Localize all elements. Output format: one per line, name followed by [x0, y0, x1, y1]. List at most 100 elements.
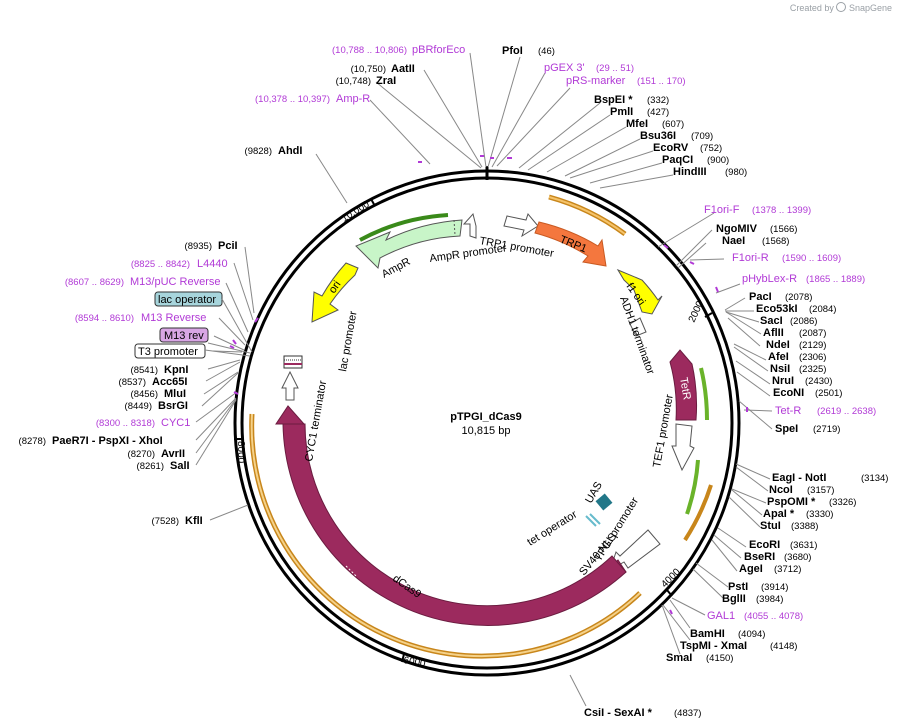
label-nrui: NruI [772, 375, 794, 387]
pos-amp-r: (10,378 .. 10,397) [255, 94, 330, 105]
label-aflii: AflII [763, 327, 784, 339]
adh1-terminator-arrow [629, 317, 647, 337]
label-ecorv: EcoRV [653, 142, 689, 154]
label-cyc1: CYC1 [161, 417, 190, 429]
label-apai: ApaI * [763, 508, 795, 520]
pos-cyc1: (8300 .. 8318) [96, 418, 155, 429]
ori-label: ori [327, 279, 344, 296]
label-aatii: AatII [391, 63, 415, 75]
label-saci: SacI [760, 315, 783, 327]
label-bspei: BspEI * [594, 94, 633, 106]
pos-ngomiv: (1566) [770, 224, 797, 235]
pos-smai: (4150) [706, 653, 733, 664]
left-labels: (10,788 .. 10,806) pBRforEco (10,750) Aa… [19, 44, 466, 527]
pos-prs-marker: (151 .. 170) [637, 76, 686, 87]
label-pbrforeco: pBRforEco [412, 44, 465, 56]
pos-acc65i: (8537) [119, 377, 146, 388]
pos-mfei: (607) [662, 119, 684, 130]
credit-created-by: Created by [789, 3, 834, 13]
label-tet-r: Tet-R [775, 405, 801, 417]
tef1-promoter-label: TEF1 promoter [651, 393, 676, 468]
feature-arcs [249, 194, 713, 659]
label-psti: PstI [728, 581, 748, 593]
tetr-label: TetR [677, 376, 693, 400]
label-eagi-noti: EagI - NotI [772, 472, 826, 484]
pos-pgex3: (29 .. 51) [596, 63, 634, 74]
label-bamhi: BamHI [690, 628, 725, 640]
label-ngomiv: NgoMIV [716, 223, 758, 235]
label-mfei: MfeI [626, 118, 648, 130]
label-tspmi-xmai: TspMI - XmaI [680, 640, 747, 652]
pos-pbrforeco: (10,788 .. 10,806) [332, 45, 407, 56]
pos-paci: (2078) [785, 292, 812, 303]
m13-rev-label: M13 rev [164, 330, 204, 342]
m13-rev-box [159, 327, 209, 343]
pos-paer7i: (8278) [19, 436, 46, 447]
t3-promoter-label: T3 promoter [138, 346, 198, 358]
green-arc-2 [685, 459, 700, 515]
pos-sali: (8261) [137, 461, 164, 472]
pos-nsii: (2325) [799, 364, 826, 375]
ampr-promoter-arrow [462, 212, 477, 239]
label-agei: AgeI [739, 563, 763, 575]
pos-spei: (2719) [813, 424, 840, 435]
lac-promoter-label: lac promoter [337, 310, 359, 373]
plasmid-length: 10,815 bp [462, 425, 511, 437]
pos-pspomi: (3326) [829, 497, 856, 508]
cyc1-terminator-label: CYC1 terminator [303, 379, 329, 462]
cyc1-terminator-arrow [281, 370, 299, 401]
label-ecori: EcoRI [749, 539, 780, 551]
pos-ncoi: (3157) [807, 485, 834, 496]
pos-ecorv: (752) [700, 143, 722, 154]
tetr-orf-arc [699, 367, 710, 421]
pos-pfoi: (46) [538, 46, 555, 57]
pos-bamhi: (4094) [738, 629, 765, 640]
pos-nrui: (2430) [805, 376, 832, 387]
credit-brand: SnapGene [848, 3, 892, 13]
tef1-promoter-arrow [671, 423, 695, 472]
f1-ori-arrow [616, 268, 663, 315]
pos-l4440: (8825 .. 8842) [131, 259, 190, 270]
pos-kpni: (8541) [131, 365, 158, 376]
pos-pmli: (427) [647, 107, 669, 118]
label-ahdi: AhdI [278, 145, 302, 157]
label-kfli: KflI [185, 515, 203, 527]
label-afei: AfeI [768, 351, 789, 363]
pos-f1ori-f: (1378 .. 1399) [752, 205, 811, 216]
pos-zrai: (10,748) [336, 76, 371, 87]
label-nsii: NsiI [770, 363, 790, 375]
label-m13-reverse: M13 Reverse [141, 312, 206, 324]
label-prs-marker: pRS-marker [566, 75, 626, 87]
pos-avrii: (8270) [128, 449, 155, 460]
label-pcii: PciI [218, 240, 238, 252]
label-gal1: GAL1 [707, 610, 735, 622]
uas-box [595, 493, 613, 511]
pos-aatii: (10,750) [351, 64, 386, 75]
label-f1ori-r: F1ori-R [732, 252, 769, 264]
label-amp-r: Amp-R [336, 93, 370, 105]
label-m13-puc-reverse: M13/pUC Reverse [130, 276, 220, 288]
pos-econi: (2501) [815, 388, 842, 399]
label-zrai: ZraI [376, 75, 396, 87]
label-pmli: PmlI [610, 106, 633, 118]
snapgene-credit: Created by SnapGene [790, 2, 892, 13]
label-paer7i-pspxi-xhoi: PaeR7I - PspXI - XhoI [52, 435, 163, 447]
pos-m13-reverse: (8594 .. 8610) [75, 313, 134, 324]
label-acc65i: Acc65I [152, 376, 187, 388]
label-bglii: BglII [722, 593, 746, 605]
tick-label-8000: 8000 [235, 441, 246, 464]
label-eco53ki: Eco53kI [756, 303, 798, 315]
lac-promoter-box [283, 355, 303, 369]
pos-tet-r: (2619 .. 2638) [817, 406, 876, 417]
lac-operator-label: lac operator [158, 294, 216, 306]
label-econi: EcoNI [773, 387, 804, 399]
pos-agei: (3712) [774, 564, 801, 575]
pos-phyblex-r: (1865 .. 1889) [806, 274, 865, 285]
ori-arrow [311, 262, 359, 323]
t3-promoter-box [134, 343, 206, 359]
pos-saci: (2086) [790, 316, 817, 327]
label-pspomi: PspOMI * [767, 496, 816, 508]
tet-operator-label: tet operator [525, 508, 579, 548]
tet-operator-mark-2 [589, 513, 601, 525]
